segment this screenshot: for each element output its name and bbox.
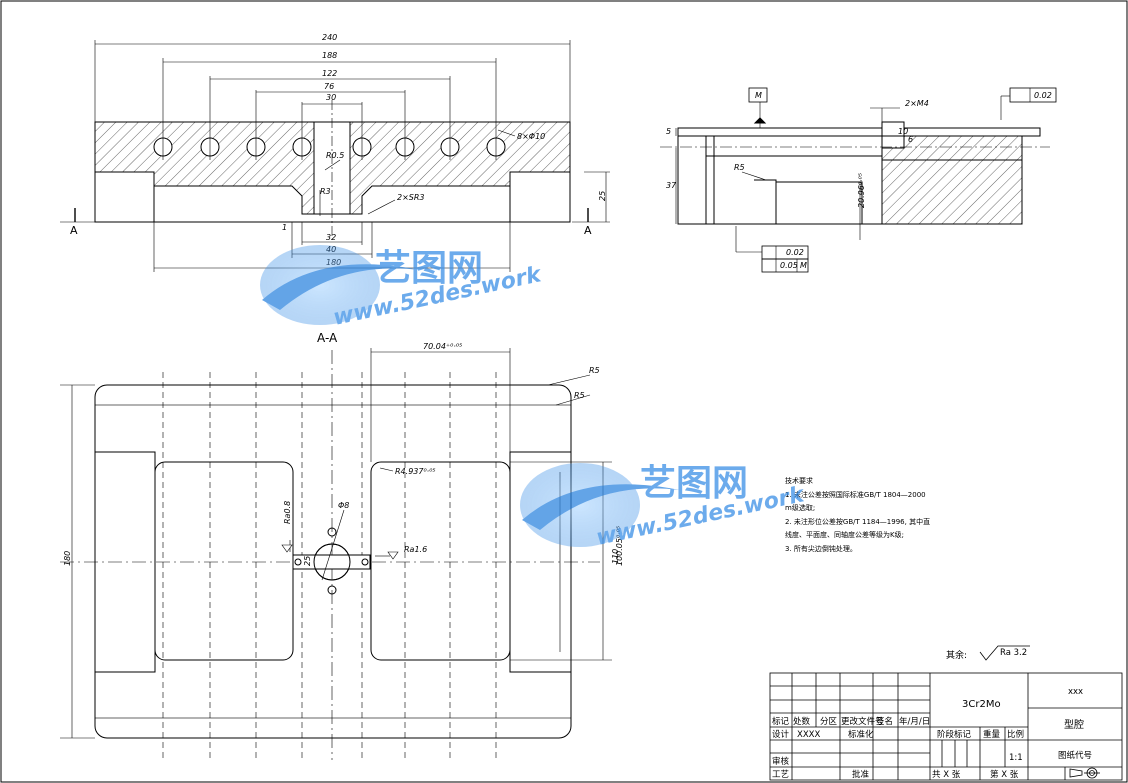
plan-view: [60, 348, 612, 760]
dim-slot-32: 32: [326, 233, 336, 242]
dim-right-110: 110: [611, 549, 620, 564]
tb-design-label: 设计: [772, 729, 790, 740]
dim-pin-span-outer: 188: [322, 51, 337, 60]
dim-pin-span-inner: 76: [324, 82, 334, 91]
tech-note-3: 3. 所有尖边倒钝处理。: [785, 544, 857, 553]
corner-r5-b: R5: [574, 391, 585, 400]
tb-process-label: 工艺: [772, 770, 789, 780]
title-block: [769, 672, 1123, 781]
side-view: [660, 87, 1057, 273]
section-letter-left: A: [70, 224, 78, 237]
watermark-2: 艺图网 www.52des.work: [520, 463, 808, 551]
cavity-left: [154, 461, 294, 661]
tb-part-name: 型腔: [1064, 718, 1084, 731]
dim-cavity-width: 70.04⁺⁰·⁰⁵: [423, 342, 462, 351]
tb-standard-label: 标准化: [848, 729, 874, 740]
side-hatch-block: [881, 159, 1023, 225]
tech-note-2: 2. 未注形位公差按GB/T 1184—1996, 其中直: [785, 517, 930, 526]
tb-scale-label: 比例: [1007, 729, 1024, 740]
dim-center-slot: 30: [326, 93, 336, 102]
dim-height-37: 37: [666, 181, 677, 190]
dim-cavity-radius: R4.937⁰·⁰⁵: [395, 467, 436, 476]
hole-phi8: Φ8: [338, 501, 349, 510]
tb-h-zone: 分区: [820, 717, 838, 727]
plan-view-labels: 180 70.04⁺⁰·⁰⁵ R4.937⁰·⁰⁵ R5 R5 Φ8 Ra0.8…: [63, 342, 624, 566]
tb-h-date: 年/月/日: [899, 716, 930, 727]
tech-note-2b: 线度、平面度、同轴度公差等级为K级;: [785, 530, 904, 539]
radius-r5: R5: [734, 163, 745, 172]
tb-drawing-no-label: 图纸代号: [1058, 750, 1092, 761]
dim-thickness-5: 5: [666, 127, 671, 136]
surface-finish: 其余: Ra 3.2: [946, 645, 1030, 661]
tech-notes: 技术要求 1. 未注公差按照国际标准GB/T 1804—2000 m级选取; 2…: [785, 476, 930, 553]
roughness-left: Ra0.8: [283, 501, 292, 524]
dim-small-b: 6: [908, 135, 913, 144]
dim-height-25: 25: [598, 191, 607, 201]
tech-notes-title: 技术要求: [785, 476, 813, 485]
flatness-value: 0.02: [1034, 91, 1052, 100]
top-section-view: [60, 40, 610, 272]
side-view-labels: 2×M4 M 0.02 5 37 R5 20.96⁰·⁰⁵ 0.02 0.05 …: [666, 91, 1052, 270]
thread-callout: 2×M4: [905, 99, 929, 108]
tol-flatness: 0.02: [786, 248, 804, 257]
tb-approve-label: 批准: [852, 769, 870, 780]
tb-review-label: 审核: [772, 756, 790, 767]
watermark-1: 艺图网 www.52des.work: [260, 245, 545, 331]
corner-r5-a: R5: [589, 366, 600, 375]
tb-weight-label: 重量: [983, 729, 1001, 740]
hole-callout: 8×Φ10: [517, 132, 545, 141]
dim-right-100: 100.05⁰·⁰⁵: [615, 526, 624, 566]
dim-25: 25: [303, 556, 312, 566]
title-block-text: 标记 处数 分区 更改文件号 签名 年/月/日 设计 XXXX 标准化 审核 工…: [772, 687, 1092, 780]
tb-h-change-doc: 更改文件号: [841, 716, 884, 727]
dim-depth-1: 1: [282, 223, 287, 232]
radius-2sr3: 2×SR3: [397, 193, 425, 202]
tb-total-sheets: 共 X 张: [932, 770, 961, 780]
cavity-right: [370, 461, 511, 661]
tb-sheet-no: 第 X 张: [990, 769, 1019, 780]
dim-small-a: 10: [898, 127, 908, 136]
section-letter-right: A: [584, 224, 592, 237]
roughness-mid: Ra1.6: [404, 545, 427, 554]
tol-datum: M: [800, 261, 807, 270]
tb-stage-label: 阶段标记: [937, 729, 972, 740]
dim-overall-height: 180: [63, 551, 72, 566]
watermark-brand-2: 艺图网: [640, 463, 748, 504]
tol-parallel: 0.05: [780, 261, 798, 270]
dim-pin-span-mid: 122: [322, 69, 337, 78]
depth-value: 20.96⁰·⁰⁵: [857, 173, 866, 208]
tech-note-1b: m级选取;: [785, 503, 815, 512]
section-label: A-A: [317, 331, 338, 345]
datum-m: M: [755, 91, 762, 100]
surface-finish-label: 其余:: [946, 649, 967, 661]
radius-05: R0.5: [326, 151, 344, 160]
tb-h-sign: 签名: [876, 716, 893, 727]
tb-material: 3Cr2Mo: [962, 699, 1001, 710]
tb-company: xxx: [1068, 687, 1083, 697]
watermark-brand-1: 艺图网: [375, 248, 483, 289]
tb-h-count: 处数: [793, 716, 811, 727]
tb-design-value: XXXX: [797, 730, 820, 740]
radius-3: R3: [320, 187, 331, 196]
tb-h-mark: 标记: [772, 716, 790, 727]
dim-overall-width: 240: [322, 33, 337, 42]
tech-note-1: 1. 未注公差按照国际标准GB/T 1804—2000: [785, 490, 926, 499]
surface-finish-value: Ra 3.2: [1000, 648, 1027, 658]
watermark-globe-icon-2: [520, 463, 640, 547]
tb-scale-value: 1:1: [1009, 753, 1023, 763]
